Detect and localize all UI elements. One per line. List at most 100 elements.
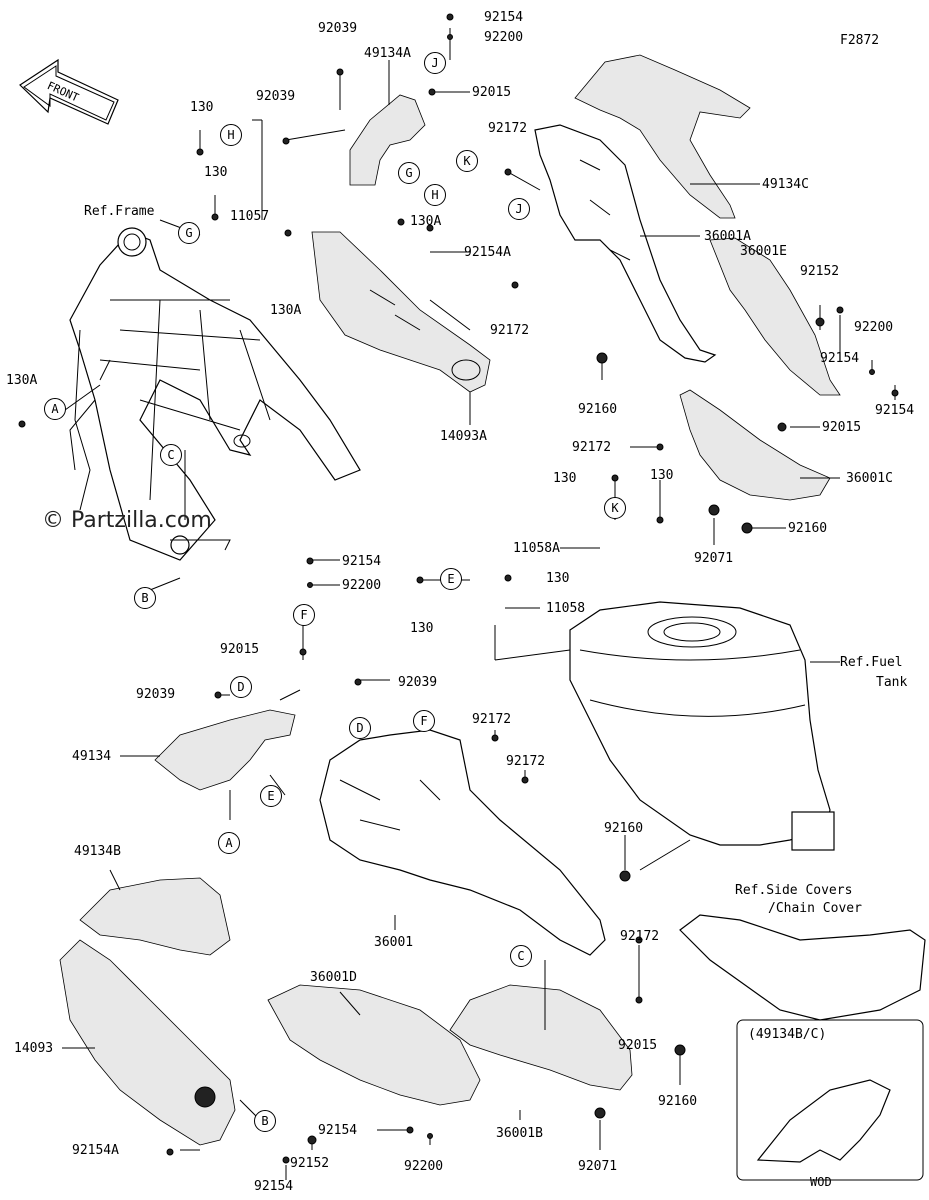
part-label: 92172 <box>488 121 528 136</box>
cover-36001E-illustration <box>709 237 841 396</box>
bracket-36001A-illustration <box>534 124 717 363</box>
part-label: 92160 <box>658 1094 698 1109</box>
side-covers-illustration <box>679 914 926 1021</box>
callout-G-mid: G <box>398 162 420 184</box>
ref-side-covers-label-1: Ref.Side Covers <box>735 883 853 898</box>
callout-E-left: E <box>260 785 282 807</box>
callout-F-mid: F <box>413 710 435 732</box>
cover-36001D-illustration <box>267 984 481 1106</box>
part-label: 92154 <box>484 10 524 25</box>
callout-J-mid: J <box>508 198 530 220</box>
frame-illustration <box>69 227 361 561</box>
part-label: 11058A <box>513 541 560 556</box>
part-label: 92154A <box>72 1143 119 1158</box>
part-label: 130A <box>410 214 442 229</box>
part-label: 130A <box>270 303 302 318</box>
part-label: 92172 <box>472 712 512 727</box>
inset-caption: WOD <box>810 1175 832 1189</box>
leader-lines <box>62 28 896 1180</box>
part-label: 92172 <box>572 440 612 455</box>
part-label: 11058 <box>546 601 586 616</box>
part-label: 49134B <box>74 844 121 859</box>
bracket-36001-illustration <box>319 729 606 956</box>
part-label: 130 <box>553 471 577 486</box>
part-label: 92154A <box>464 245 511 260</box>
part-label: 130 <box>190 100 214 115</box>
ref-frame-label: Ref.Frame <box>84 204 155 219</box>
part-label: 92200 <box>484 30 524 45</box>
part-label: 92154 <box>342 554 382 569</box>
part-label: 130 <box>204 165 228 180</box>
ref-fuel-tank-label-2: Tank <box>876 675 908 690</box>
part-label: 49134C <box>762 177 809 192</box>
part-label: 92160 <box>788 521 828 536</box>
cover-14093A-illustration <box>311 231 491 393</box>
callout-F-left: F <box>293 604 315 626</box>
cover-49134A-illustration <box>349 94 426 186</box>
part-label: 36001A <box>704 229 751 244</box>
callout-B-frame: B <box>134 587 156 609</box>
part-label: 130A <box>6 373 38 388</box>
callout-B-bottom: B <box>254 1110 276 1132</box>
part-label: 36001B <box>496 1126 543 1141</box>
part-label: 92154 <box>254 1179 294 1194</box>
part-label: 92015 <box>618 1038 658 1053</box>
callout-H-mid: H <box>424 184 446 206</box>
part-label: 11057 <box>230 209 270 224</box>
part-label: 92039 <box>398 675 438 690</box>
part-label: 92172 <box>620 929 660 944</box>
part-label: 92152 <box>290 1156 330 1171</box>
inset-title: (49134B/C) <box>748 1027 827 1042</box>
part-label: 36001E <box>740 244 787 259</box>
part-label: 130 <box>650 468 674 483</box>
part-label: 49134A <box>364 46 411 61</box>
fastener-icons <box>18 13 899 1164</box>
callout-E-mid: E <box>440 568 462 590</box>
part-label: 36001D <box>310 970 357 985</box>
cover-36001C-illustration <box>679 389 831 501</box>
part-label: 92200 <box>404 1159 444 1174</box>
part-label: 92071 <box>578 1159 618 1174</box>
part-label: 92200 <box>854 320 894 335</box>
part-label: 92015 <box>472 85 512 100</box>
part-label: 130 <box>410 621 434 636</box>
cover-14093-illustration <box>59 939 236 1146</box>
callout-G-left: G <box>178 222 200 244</box>
callout-A-left: A <box>218 832 240 854</box>
part-label: 92015 <box>220 642 260 657</box>
part-label: 14093 <box>14 1041 54 1056</box>
part-label: 92071 <box>694 551 734 566</box>
ref-fuel-tank-label-1: Ref.Fuel <box>840 655 903 670</box>
part-label: 36001C <box>846 471 893 486</box>
callout-C-bottom: C <box>510 945 532 967</box>
part-label: 92039 <box>256 89 296 104</box>
part-label: 92015 <box>822 420 862 435</box>
part-label: 92154 <box>875 403 915 418</box>
diagram-code: F2872 <box>840 33 880 48</box>
cowl-49134C-illustration <box>574 54 751 219</box>
part-label: 130 <box>546 571 570 586</box>
part-label: 92154 <box>820 351 860 366</box>
part-label: 14093A <box>440 429 487 444</box>
part-label: 92152 <box>800 264 840 279</box>
part-label: 49134 <box>72 749 112 764</box>
callout-K-mid: K <box>604 497 626 519</box>
part-label: 92160 <box>604 821 644 836</box>
part-label: 92039 <box>136 687 176 702</box>
part-label: 92160 <box>578 402 618 417</box>
cover-36001B-illustration <box>449 984 633 1091</box>
part-label: 92154 <box>318 1123 358 1138</box>
callout-H-left: H <box>220 124 242 146</box>
callout-D-left: D <box>230 676 252 698</box>
callout-A-frame: A <box>44 398 66 420</box>
callout-D-mid: D <box>349 717 371 739</box>
part-label: 92039 <box>318 21 358 36</box>
inset-box <box>736 1019 924 1181</box>
callout-J-top: J <box>424 52 446 74</box>
front-arrow-icon <box>19 58 119 125</box>
cowl-49134B-illustration <box>79 877 231 956</box>
inset-cowl-illustration <box>756 1079 891 1163</box>
ref-side-covers-label-2: /Chain Cover <box>768 901 862 916</box>
fuel-tank-illustration <box>569 601 835 851</box>
part-label: 36001 <box>374 935 414 950</box>
